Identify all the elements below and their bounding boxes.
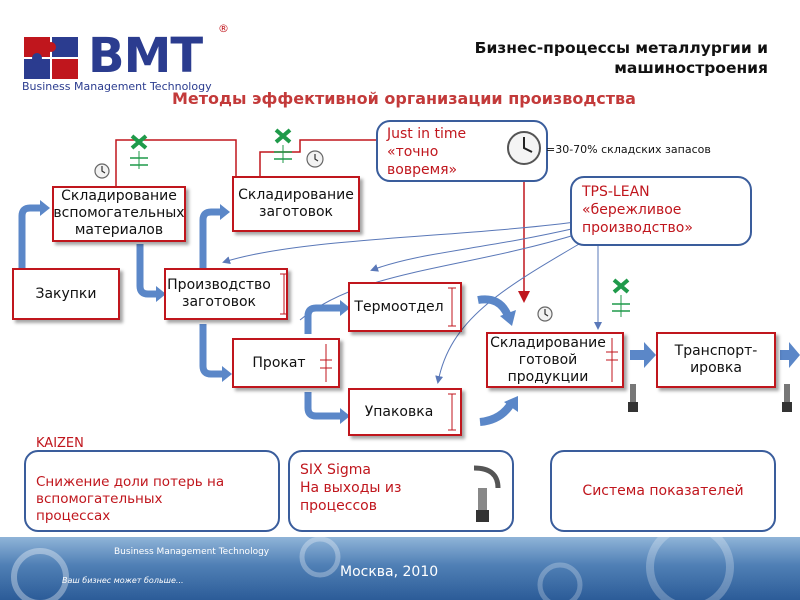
kpi-box: Система показателей	[550, 450, 776, 532]
micrometer-icon	[473, 465, 501, 522]
kaizen-title: KAIZEN	[36, 436, 84, 451]
jit-box: Just in time «точно вовремя»	[376, 120, 548, 182]
process-sklad-gotov: Складирование готовой продукции	[486, 332, 624, 388]
puzzle-icon	[24, 37, 78, 79]
six-sigma-box: SIX Sigma На выходы из процессов	[288, 450, 514, 532]
process-sklad-zag: Складирование заготовок	[232, 176, 360, 232]
process-proizv-zag: Производство заготовок	[164, 268, 288, 320]
page-title: Бизнес-процессы металлургии и машиностро…	[474, 39, 768, 77]
process-sklad-vspom: Складирование вспомогательных материалов	[52, 186, 186, 242]
footer-slogan: Ваш бизнес может больше...	[62, 576, 184, 585]
footer-brand: Business Management Technology	[114, 547, 270, 557]
six-sigma-text: На выходы из процессов	[300, 480, 402, 514]
stock-note: =30-70% складских запасов	[546, 143, 711, 156]
kaizen-text: Снижение доли потерь на вспомогательных …	[36, 474, 225, 524]
lean-title: TPS-LEAN	[582, 184, 650, 200]
micrometer-icon	[782, 384, 792, 412]
clock-icon	[306, 150, 324, 168]
micrometer-icon	[628, 384, 638, 412]
kpi-text: Система показателей	[582, 483, 744, 499]
process-transport: Транспорт-ировка	[656, 332, 776, 388]
page-subtitle: Методы эффективной организации производс…	[172, 89, 636, 108]
process-termo: Термоотдел	[348, 282, 462, 332]
footer: Business Management Technology Ваш бизне…	[0, 537, 800, 600]
clock-icon	[507, 131, 541, 165]
kaizen-box: Снижение доли потерь на вспомогательных …	[24, 450, 280, 532]
green-x-icon	[130, 134, 148, 169]
registered-mark: ®	[218, 22, 229, 35]
green-x-icon	[612, 278, 630, 317]
lean-box: TPS-LEAN «бережливое производство»	[570, 176, 752, 246]
process-upakovka: Упаковка	[348, 388, 462, 436]
jit-title: Just in time	[387, 126, 467, 142]
clock-icon	[94, 163, 110, 179]
logo-wordmark: BMT	[88, 28, 203, 84]
clock-icon	[537, 306, 553, 322]
green-x-icon	[274, 128, 292, 163]
process-zakupki: Закупки	[12, 268, 120, 320]
process-prokat: Прокат	[232, 338, 340, 388]
six-sigma-title: SIX Sigma	[300, 462, 371, 478]
footer-city-year: Москва, 2010	[340, 564, 439, 580]
gears-background	[11, 537, 734, 600]
logo-subtitle: Business Management Technology	[22, 80, 212, 93]
